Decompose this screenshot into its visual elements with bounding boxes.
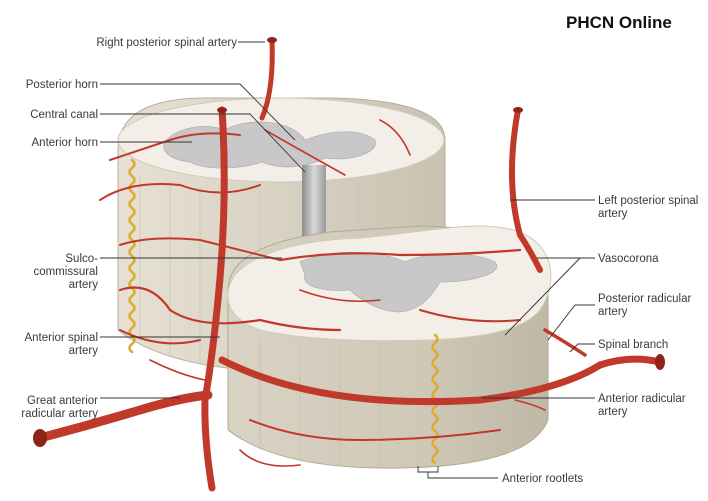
label-posterior-radicular-line-1: Posterior radicular (598, 293, 691, 305)
label-anterior-radicular-line-1: Anterior radicular (598, 393, 686, 405)
anterior-radicular-artery (218, 355, 664, 406)
label-anterior-radicular-line-2: artery (598, 406, 628, 418)
right-posterior-spinal-artery (259, 37, 275, 121)
lower-grey-matter (299, 251, 498, 313)
left-posterior-spinal-artery (509, 107, 543, 273)
great-anterior-radicular-artery (35, 390, 213, 443)
label-sulco-commissural-line-2: commissural (33, 266, 98, 278)
label-posterior-horn: Posterior horn (26, 79, 98, 91)
arteries (33, 37, 665, 492)
label-central-canal: Central canal (30, 109, 98, 121)
lower-cord-segment (227, 225, 552, 469)
label-anterior-spinal-line-2: artery (69, 345, 99, 357)
label-left-posterior-spinal-line-1: Left posterior spinal (598, 195, 698, 207)
label-left-posterior-spinal-line-2: artery (598, 208, 628, 220)
label-right-posterior-spinal-artery: Right posterior spinal artery (96, 37, 237, 49)
label-spinal-branch: Spinal branch (598, 339, 668, 351)
label-great-anterior-radicular-line-1: Great anterior (27, 395, 98, 407)
label-anterior-spinal-line-1: Anterior spinal (24, 332, 98, 344)
posterior-radicular-artery (543, 328, 587, 357)
label-sulco-commissural-line-1: Sulco- (65, 253, 98, 265)
leader-lines (100, 41, 595, 479)
label-anterior-horn: Anterior horn (32, 137, 98, 149)
anterior-spinal-artery (201, 106, 228, 492)
label-posterior-radicular-line-2: artery (598, 306, 628, 318)
label-anterior-rootlets: Anterior rootlets (502, 473, 583, 485)
brand-title: PHCN Online (566, 13, 672, 32)
label-great-anterior-radicular-line-2: radicular artery (21, 408, 98, 420)
label-vasocorona: Vasocorona (598, 253, 659, 265)
label-sulco-commissural-line-3: artery (69, 279, 99, 291)
